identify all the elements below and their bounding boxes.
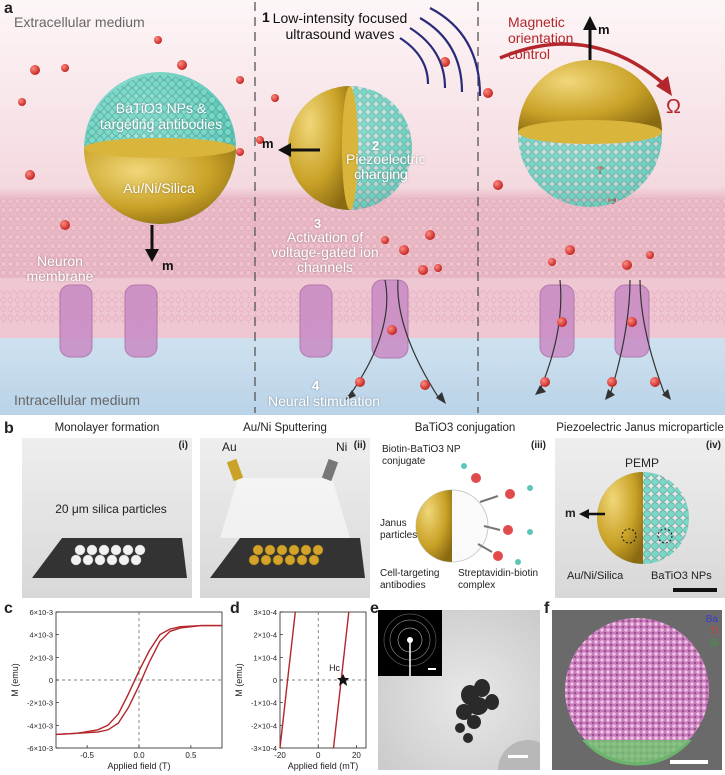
- b-title-4: Piezoelectric Janus microparticle: [556, 422, 724, 434]
- saed-inset: [378, 610, 442, 676]
- b-batio3-label: BaTiO3 NPs: [651, 570, 712, 582]
- intracellular-label: Intracellular medium: [14, 392, 141, 408]
- step4-label: Neural stimulation: [267, 393, 381, 409]
- b-subpanel-iv: (iv) PEMP m Au/Ni/Silica BaTiO3 NPs: [555, 438, 725, 598]
- au-label: Au: [222, 440, 237, 454]
- m-label-1: m: [162, 258, 174, 273]
- b-title-3: BaTiO3 conjugation: [414, 422, 516, 434]
- b-roman-iii: (iii): [531, 440, 546, 451]
- step1-label: Low-intensity focused ultrasound waves: [272, 10, 408, 42]
- y-axis-label: M (emu): [234, 663, 244, 697]
- y-tick-label: -6×10-3: [27, 744, 53, 753]
- eds-particle: [565, 618, 709, 766]
- panel-a-letter: a: [4, 0, 13, 17]
- b-subpanel-iii: (iii) Biotin-BaTiO3 NP conjugate Janus p…: [380, 438, 550, 598]
- y-tick-label: -2×10-4: [251, 721, 277, 730]
- panel-d: d 3×10-4 2×10-4 1×10-4 0 -1×10-4 -2×10-4 -3×10…: [230, 600, 370, 773]
- pemp-label: PEMP: [625, 456, 660, 470]
- series-line-0: [279, 611, 296, 749]
- sputtering-graphic: [210, 458, 365, 578]
- x-tick-label: 20: [352, 751, 361, 760]
- panel-d-letter: d: [230, 600, 240, 617]
- panel-c-letter: c: [4, 600, 13, 617]
- panel-e-letter: e: [370, 600, 379, 617]
- x-tick-label: -0.5: [80, 751, 94, 760]
- chart-c: 6×10-3 4×10-3 2×10-3 0 -2×10-3 -4×10-3 -6×10-3…: [10, 608, 223, 771]
- chart-d: 3×10-4 2×10-4 1×10-4 0 -1×10-4 -2×10-4 -3×10-4…: [234, 608, 367, 771]
- conjugation-graphic: [415, 463, 533, 565]
- y-tick-label: -2×10-3: [27, 699, 53, 708]
- batio3-label: BaTiO3 NPs & targeting antibodies: [96, 100, 226, 132]
- legend-ba: Ba: [705, 614, 718, 625]
- m-label-2: m: [262, 136, 274, 151]
- janus-particle-graphic: [579, 472, 717, 592]
- y-tick-label: 3×10-4: [253, 608, 277, 617]
- y-tick-label: -1×10-4: [251, 699, 277, 708]
- y-tick-label: 0: [49, 676, 53, 685]
- y-tick-label: 1×10-4: [253, 653, 277, 662]
- y-tick-label: -4×10-3: [27, 721, 53, 730]
- biotin-label: Biotin-BaTiO3 NP conjugate: [382, 444, 461, 467]
- x-axis-label: Applied field (mT): [288, 761, 359, 771]
- panel-f-letter: f: [544, 600, 550, 617]
- panel-b-letter: b: [4, 420, 14, 437]
- panel-c: c 6×10-3 4×10-3 2×10-3 0 -2×10-3 -4×10-3 -6×10…: [0, 600, 230, 773]
- eds-legend: Ba Ti Si: [706, 614, 718, 650]
- step2-number: 2: [372, 138, 380, 153]
- y-tick-label: -3×10-4: [251, 744, 277, 753]
- y-tick-label: 6×10-3: [29, 608, 53, 617]
- x-tick-label: 0: [316, 751, 321, 760]
- panel-a-illustration: [0, 0, 725, 415]
- neuron-membrane-label: Neuron membrane: [26, 253, 94, 284]
- b-roman-ii: (ii): [353, 440, 366, 451]
- step4-number: 4: [312, 378, 320, 393]
- m-label-b: m: [565, 506, 576, 520]
- hc-label: Hc: [329, 663, 340, 673]
- y-tick-label: 4×10-3: [29, 631, 53, 640]
- hc-star-marker: [337, 674, 350, 686]
- legend-ti: Ti: [710, 626, 718, 637]
- silica-label: 20 μm silica particles: [55, 502, 167, 516]
- extracellular-label: Extracellular medium: [14, 14, 145, 30]
- b-title-2: Au/Ni Sputtering: [243, 422, 327, 434]
- b-roman-iv: (iv): [706, 440, 721, 451]
- step3-number: 3: [314, 216, 322, 231]
- eds-map: Ba Ti Si: [552, 610, 722, 770]
- x-tick-label: 0.0: [133, 751, 145, 760]
- step1-number: 1: [262, 9, 270, 25]
- batio3-text: BaTiO3 NPs & targeting antibodies: [99, 100, 223, 132]
- y-axis-label: M (emu): [10, 663, 20, 697]
- panel-e: e: [370, 600, 558, 775]
- b-title-1: Monolayer formation: [54, 422, 160, 434]
- legend-si: Si: [709, 638, 718, 649]
- series-line-1: [55, 624, 222, 736]
- antibodies-label: Cell-targeting antibodies: [380, 568, 440, 591]
- omega-label: Ω: [666, 96, 681, 118]
- b-roman-i: (i): [178, 440, 188, 451]
- ni-label: Ni: [336, 440, 348, 454]
- panel-a: a Extracellular medium Intracellular med…: [0, 0, 725, 415]
- m-label-3: m: [598, 22, 610, 37]
- janus-label: Janus particles: [380, 518, 418, 541]
- saed-pattern: [383, 613, 437, 676]
- silica-monolayer-graphic: [32, 538, 187, 578]
- step2-label: Piezoelectric charging: [346, 151, 426, 182]
- magnetic-label: Magnetic orientation control: [508, 14, 574, 62]
- shell-label: Au/Ni/Silica: [123, 180, 195, 196]
- x-axis-label: Applied field (T): [107, 761, 170, 771]
- panel-b: b Monolayer formation Au/Ni Sputtering B…: [0, 418, 725, 598]
- strep-label: Streptavidin-biotin complex: [458, 568, 539, 591]
- b-subpanel-i: (i) 20 μm silica particles: [22, 438, 192, 598]
- y-tick-label: 2×10-3: [29, 653, 53, 662]
- x-tick-label: 0.5: [185, 751, 197, 760]
- y-tick-label: 2×10-4: [253, 631, 277, 640]
- b-subpanel-ii: (ii) Au Ni: [200, 438, 370, 598]
- step3-label: Activation of voltage-gated ion channels: [271, 229, 379, 275]
- series-line-0: [55, 624, 222, 736]
- tem-image: [378, 610, 558, 775]
- b-shell-label: Au/Ni/Silica: [567, 570, 624, 582]
- y-tick-label: 0: [273, 676, 277, 685]
- x-tick-label: -20: [274, 751, 286, 760]
- panel-f: f Ba Ti Si: [540, 600, 725, 773]
